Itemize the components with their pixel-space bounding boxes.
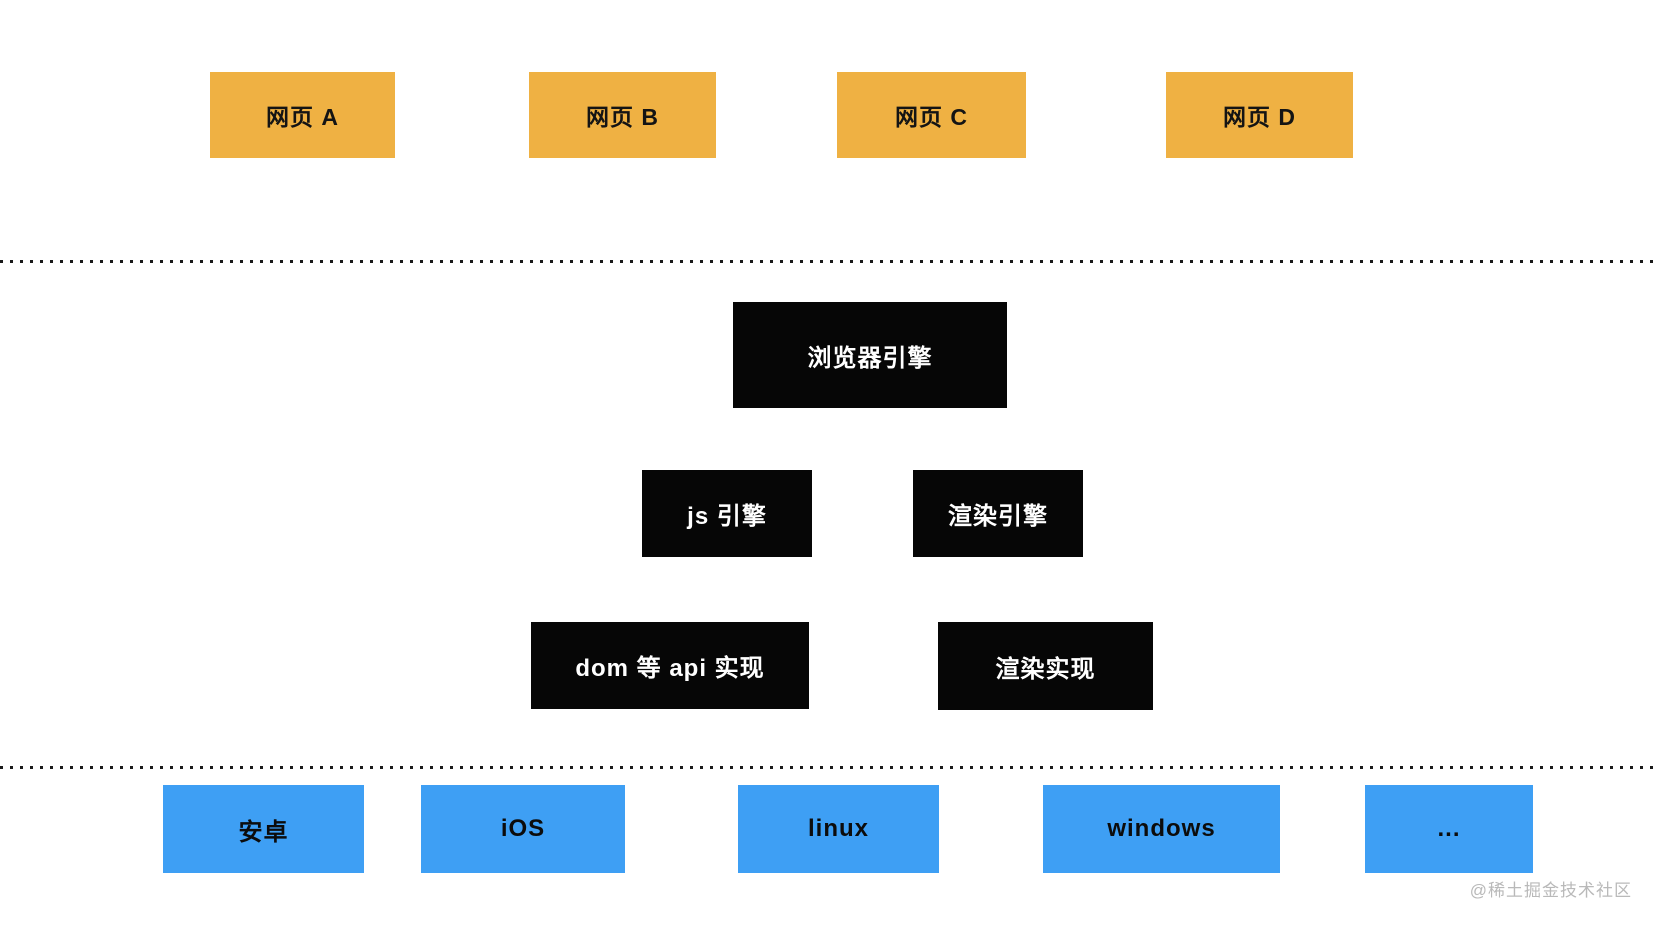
js-engine-label: js 引擎 <box>687 503 767 530</box>
web-page-a-box: 网页 A <box>210 72 395 158</box>
web-page-c-box: 网页 C <box>837 72 1026 158</box>
web-page-b-label: 网页 B <box>586 104 659 130</box>
render-engine-box: 渲染引擎 <box>913 470 1083 557</box>
platform-linux-box: linux <box>738 785 939 873</box>
js-engine-box: js 引擎 <box>642 470 812 557</box>
platform-android-box: 安卓 <box>163 785 364 873</box>
dotted-separator-bottom <box>0 766 1656 769</box>
watermark: @稀土掘金技术社区 <box>1469 881 1632 900</box>
render-implementation-box: 渲染实现 <box>938 622 1153 710</box>
web-page-d-box: 网页 D <box>1166 72 1353 158</box>
web-page-c-label: 网页 C <box>895 104 968 130</box>
render-engine-label: 渲染引擎 <box>948 503 1048 530</box>
browser-engine-label: 浏览器引擎 <box>807 344 933 372</box>
browser-engine-box: 浏览器引擎 <box>733 302 1007 408</box>
platform-more-box: ... <box>1365 785 1533 873</box>
platform-ios-box: iOS <box>421 785 625 873</box>
platform-linux-label: linux <box>807 815 869 842</box>
dom-api-implementation-label: dom 等 api 实现 <box>575 655 765 682</box>
dom-api-implementation-box: dom 等 api 实现 <box>531 622 809 709</box>
platform-more-label: ... <box>1437 815 1461 842</box>
platform-android-label: 安卓 <box>238 818 289 846</box>
platform-windows-box: windows <box>1043 785 1280 873</box>
render-implementation-label: 渲染实现 <box>995 655 1096 683</box>
dotted-separator-top <box>0 260 1656 263</box>
platform-windows-label: windows <box>1107 815 1216 842</box>
web-page-a-label: 网页 A <box>266 104 339 130</box>
platform-ios-label: iOS <box>500 815 546 842</box>
web-page-b-box: 网页 B <box>529 72 716 158</box>
web-page-d-label: 网页 D <box>1223 104 1296 130</box>
